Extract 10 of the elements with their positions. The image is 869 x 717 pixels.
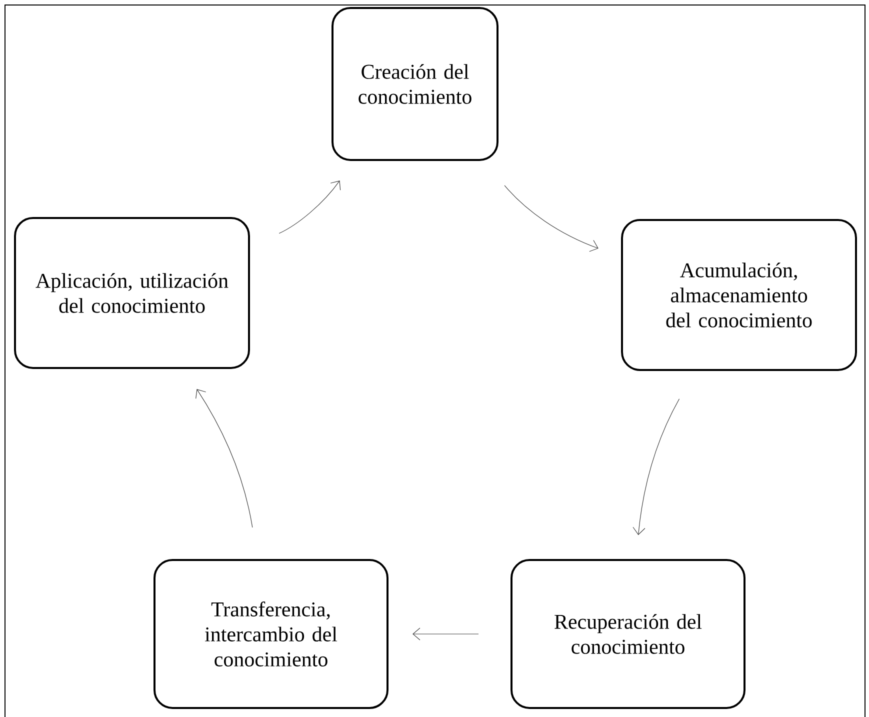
- arrow: [504, 185, 598, 252]
- arrow: [412, 628, 479, 640]
- arrow: [632, 398, 680, 536]
- process-box: Acumulación, almacenamiento del conocimiento: [621, 219, 858, 371]
- process-box: Recuperación del conocimiento: [510, 559, 746, 709]
- process-box: Aplicación, utilización del conocimiento: [14, 217, 250, 369]
- arrow: [196, 389, 253, 528]
- arrow: [278, 180, 341, 234]
- process-box: Creación del conocimiento: [332, 7, 498, 161]
- process-box: Transferencia, intercambio del conocimiento: [154, 559, 388, 709]
